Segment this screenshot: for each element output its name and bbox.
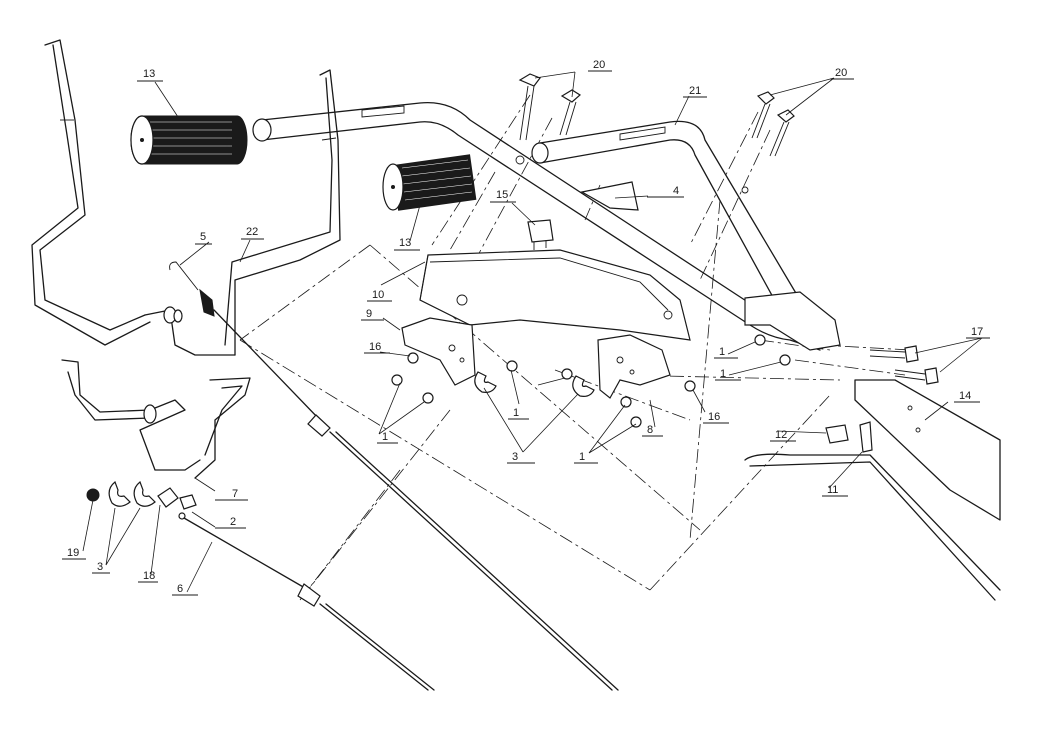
callout-1-center: 1 (579, 451, 585, 463)
leader-lines (82, 71, 983, 593)
rods (744, 421, 1001, 601)
callout-1-mid: 1 (513, 407, 519, 419)
control-bracket (419, 249, 691, 341)
callout-5: 5 (200, 231, 206, 243)
spring-and-cables (169, 261, 619, 691)
callout-16-right: 16 (708, 411, 720, 423)
callout-13-right: 13 (399, 237, 411, 249)
bracket-14 (744, 291, 1001, 521)
callout-21: 21 (689, 85, 701, 97)
callout-2: 2 (230, 516, 236, 528)
callout-17: 17 (971, 326, 983, 338)
plate-4 (580, 181, 639, 211)
callout-9: 9 (366, 308, 372, 320)
callout-20-right: 20 (835, 67, 847, 79)
callout-13-left: 13 (143, 68, 155, 80)
lever-7 (61, 359, 251, 479)
bracket-plate-8 (597, 334, 671, 399)
callout-16-left: 16 (369, 341, 381, 353)
callout-1-far-right: 1 (720, 368, 726, 380)
handle-tube-end-left (252, 118, 272, 142)
callout-labels: 20 20 21 13 13 15 4 5 22 10 9 16 1 1 3 1… (62, 59, 990, 596)
callout-6: 6 (177, 583, 183, 595)
callout-7: 7 (232, 488, 238, 500)
callout-11: 11 (827, 484, 838, 496)
callout-10: 10 (372, 289, 384, 301)
callout-12: 12 (775, 429, 787, 441)
callout-8: 8 (647, 424, 653, 436)
bracket-plate-9 (401, 317, 476, 386)
alignment-lines (239, 94, 911, 601)
grip-right (382, 154, 477, 211)
switch-15 (527, 219, 554, 250)
handle-tube-end-right (531, 142, 549, 164)
callout-20-left: 20 (593, 59, 605, 71)
parts-left-group (86, 481, 197, 520)
callout-4: 4 (673, 185, 679, 197)
grip-left (130, 115, 248, 165)
callout-1-left: 1 (382, 431, 388, 443)
callout-14: 14 (959, 390, 971, 402)
callout-22: 22 (246, 226, 258, 238)
callout-18: 18 (143, 570, 155, 582)
bail-lever-left (31, 39, 341, 356)
callout-15: 15 (496, 189, 508, 201)
callout-1-right: 1 (719, 346, 725, 358)
fasteners (391, 73, 939, 428)
callout-19: 19 (67, 547, 79, 559)
callout-3-left: 3 (97, 561, 103, 573)
callout-3-mid: 3 (512, 451, 518, 463)
